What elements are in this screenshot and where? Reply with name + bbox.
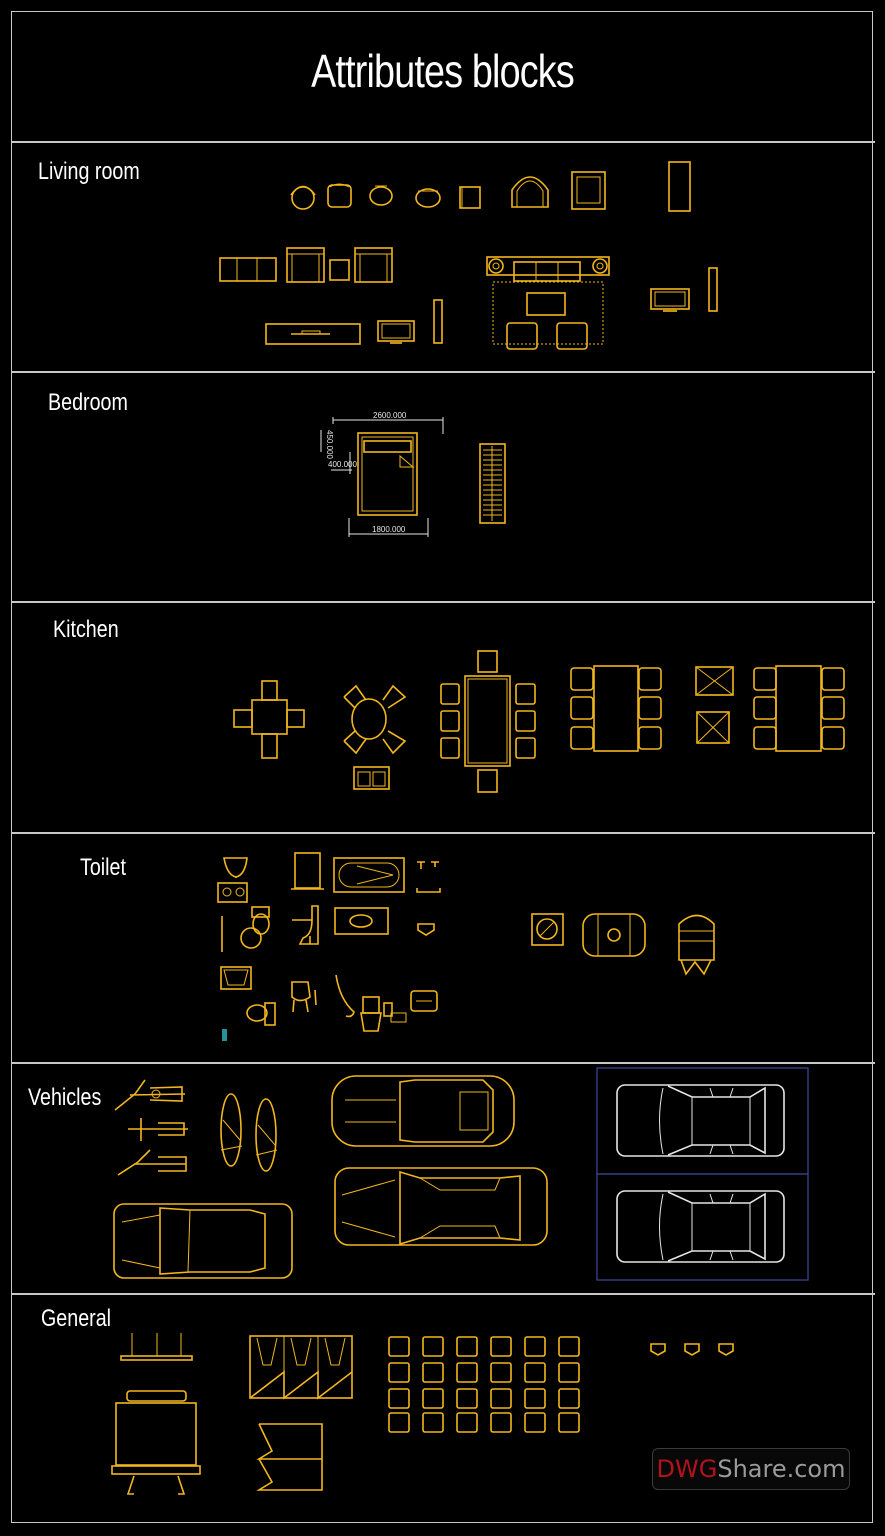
water-tank-horizontal-icon[interactable] (582, 913, 646, 957)
round-chair-icon[interactable] (290, 185, 316, 210)
water-tank-stand-icon[interactable] (678, 914, 715, 976)
section-divider (11, 1293, 875, 1295)
club-armchair-icon[interactable] (571, 171, 606, 210)
side-cabinet-icon[interactable] (668, 161, 691, 212)
square-stool-icon[interactable] (459, 186, 481, 209)
section-divider (11, 832, 875, 834)
dimension-bottom: 1800.000 (372, 525, 406, 534)
section-divider (11, 141, 875, 143)
motorcycle-top-icon[interactable] (117, 1149, 187, 1176)
scooter-top-icon[interactable] (220, 1093, 243, 1167)
car-white-top-icon (616, 1084, 785, 1157)
floor-drain-icon[interactable] (531, 913, 564, 946)
three-seat-sofa-icon[interactable] (219, 257, 277, 282)
toilet-top-icon[interactable] (221, 906, 270, 952)
mirror-icon[interactable] (291, 852, 324, 890)
washbasin-icon[interactable] (223, 857, 248, 878)
bath-small-icon[interactable] (220, 966, 252, 990)
round-dining-table-4-icon[interactable] (343, 684, 407, 755)
reception-desk-icon[interactable] (111, 1390, 201, 1495)
hatchback-top-icon[interactable] (113, 1203, 293, 1279)
kitchen-sink-icon[interactable] (353, 766, 390, 790)
section-label-vehicles: Vehicles (28, 1084, 102, 1111)
motorcycle-top-icon[interactable] (128, 1118, 188, 1141)
cleaning-robot-icon[interactable] (222, 1029, 227, 1041)
rect-dining-table-8-icon[interactable] (440, 650, 536, 793)
drawing-frame (11, 11, 873, 1523)
wall-light-icon[interactable] (650, 1343, 734, 1356)
page-title: Attributes blocks (311, 45, 575, 97)
toilet-blocks (217, 852, 715, 1041)
tv-icon[interactable] (377, 320, 415, 344)
section-label-general: General (41, 1305, 112, 1332)
section-divider (11, 601, 875, 603)
water-heater-small-icon[interactable] (390, 990, 438, 1023)
dimension-pillow: 400.000 (328, 460, 357, 469)
rect-dining-table-6-icon[interactable] (753, 665, 845, 752)
bedroom-blocks: 2600.000 450.000 400.000 1800.000 (320, 411, 506, 537)
tv-stand-icon[interactable] (265, 323, 361, 345)
general-blocks (111, 1333, 734, 1495)
toilet-side-icon[interactable] (292, 905, 319, 945)
sedan-top-icon[interactable] (334, 1167, 548, 1246)
dimension-top: 2600.000 (373, 411, 407, 420)
kitchen-cabinet-icon[interactable] (695, 666, 734, 744)
section-label-kitchen: Kitchen (53, 616, 119, 643)
motorcycle-top-icon[interactable] (114, 1079, 186, 1111)
section-label-toilet: Toilet (80, 854, 126, 881)
arch-chair-icon[interactable] (511, 176, 549, 208)
bathtub-icon[interactable] (333, 857, 405, 893)
vanity-basin-icon[interactable] (334, 907, 389, 935)
watermark-gray-text: Share.com (717, 1455, 846, 1483)
section-label-living-room: Living room (38, 158, 140, 185)
tub-chair-icon[interactable] (369, 185, 393, 206)
rect-dining-table-6-icon[interactable] (570, 665, 662, 752)
wall-basin-icon[interactable] (417, 923, 435, 936)
coffee-side-table-icon[interactable] (329, 259, 350, 281)
toilet-seat-icon[interactable] (246, 1002, 276, 1026)
square-dining-table-4-icon[interactable] (233, 680, 305, 759)
dimension-side: 450.000 (325, 430, 334, 459)
watermark-red-text: DWG (656, 1455, 718, 1483)
section-divider (11, 1062, 875, 1064)
sports-car-top-icon[interactable] (331, 1075, 515, 1147)
tv-icon[interactable] (650, 288, 690, 312)
parking-layout-icon[interactable] (596, 1067, 809, 1281)
faucet-icon[interactable] (416, 861, 441, 893)
bidet-icon[interactable] (291, 981, 311, 1013)
curtain-rail-icon[interactable] (120, 1333, 193, 1361)
armchair-round-icon[interactable] (327, 183, 352, 208)
section-label-bedroom: Bedroom (48, 389, 128, 416)
dimension-lines (320, 417, 444, 537)
oval-chair-icon[interactable] (415, 188, 441, 208)
wall-hung-toilet-icon[interactable] (360, 996, 393, 1032)
scooter-top-icon[interactable] (255, 1098, 278, 1172)
single-sofa-icon[interactable] (354, 247, 393, 283)
car-white-top-icon (616, 1190, 785, 1263)
vehicles-blocks (113, 1067, 809, 1281)
speaker-icon[interactable] (433, 299, 443, 344)
urinal-side-icon[interactable] (256, 1423, 323, 1491)
seat-grid-icon[interactable] (388, 1336, 580, 1433)
urinal-partition-icon[interactable] (249, 1335, 353, 1400)
living-room-set-icon[interactable] (486, 256, 610, 350)
living-room-blocks (219, 161, 718, 350)
speaker-icon[interactable] (708, 267, 718, 312)
double-bed-icon[interactable] (357, 432, 418, 516)
hand-shower-icon[interactable] (314, 974, 355, 1018)
wardrobe-icon[interactable] (479, 443, 506, 524)
stove-panel-icon[interactable] (217, 882, 248, 903)
kitchen-blocks (233, 650, 845, 793)
single-sofa-icon[interactable] (286, 247, 325, 283)
section-divider (11, 371, 875, 373)
